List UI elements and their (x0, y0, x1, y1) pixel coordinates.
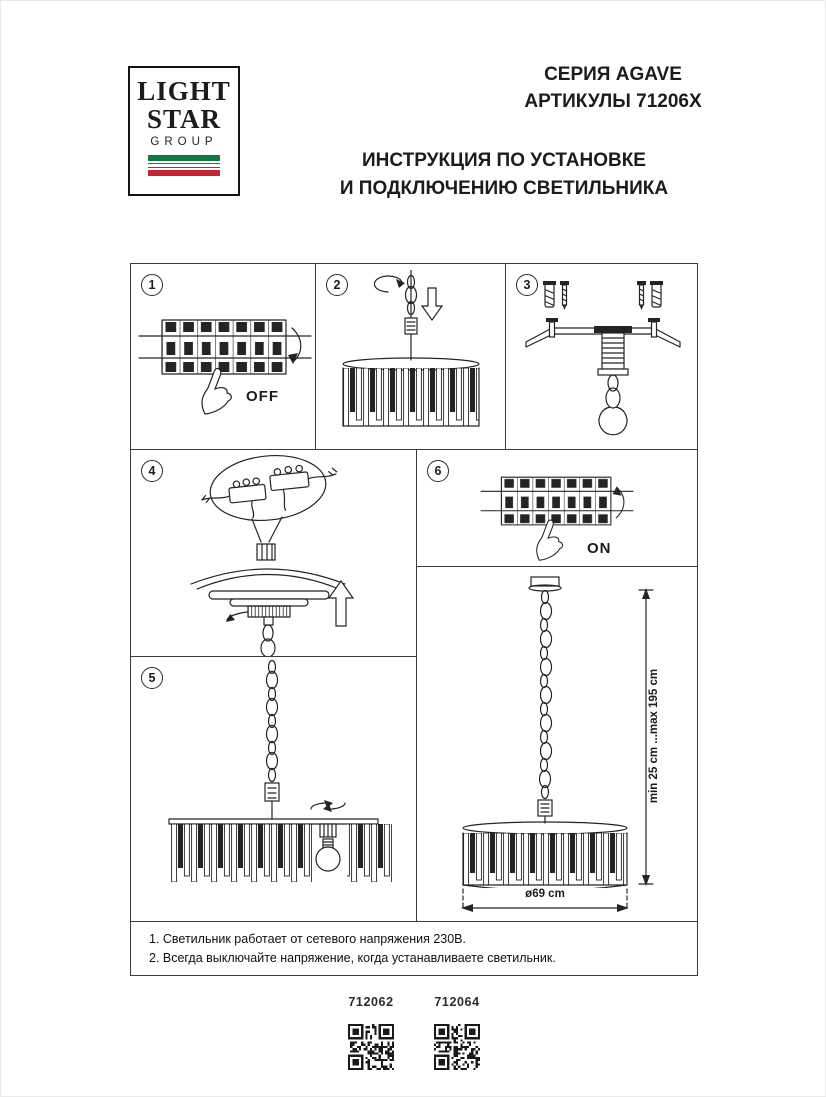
circuit-breaker-off-diagram (138, 319, 312, 415)
circuit-breaker-on-diagram (480, 476, 634, 561)
step-6-number: 6 (427, 460, 449, 482)
dimensions-panel: min 25 cm ...max 195 cm ø69 cm (417, 567, 697, 922)
off-label: OFF (246, 388, 279, 405)
title-line-1: ИНСТРУКЦИЯ ПО УСТАНОВКЕ (362, 150, 646, 171)
article-number-1: 712062 (348, 995, 394, 1009)
note-line-2: 2. Всегда выключайте напряжение, когда у… (149, 951, 556, 965)
step-3-panel: 3 (506, 264, 697, 450)
flag-white-stripe (148, 163, 220, 168)
title-line-2: И ПОДКЛЮЧЕНИЮ СВЕТИЛЬНИКА (339, 178, 669, 199)
bulb-installation-diagram (168, 659, 392, 882)
series-title: СЕРИЯ AGAVE (544, 64, 682, 85)
step-2-number: 2 (326, 274, 348, 296)
step-1-panel: 1 OFF (131, 264, 316, 450)
logo-text-light: LIGHT (137, 76, 231, 106)
step-5-number: 5 (141, 667, 163, 689)
qr-code (348, 1024, 394, 1070)
series-block: СЕРИЯ AGAVE АРТИКУЛЫ 71206X (463, 61, 763, 115)
terminal-block (201, 464, 338, 519)
page-title: ИНСТРУКЦИЯ ПО УСТАНОВКЕ И ПОДКЛЮЧЕНИЮ СВ… (304, 147, 704, 203)
step-1-number: 1 (141, 274, 163, 296)
notes-panel: 1. Светильник работает от сетевого напря… (131, 922, 697, 975)
article-code-column-2: 712064 (434, 995, 480, 1070)
step-4-number: 4 (141, 460, 163, 482)
step-6-panel: 6 ON (417, 450, 697, 567)
chandelier-hanging-diagram (342, 270, 480, 427)
instruction-grid: 1 OFF 2 (130, 263, 698, 976)
articles-title: АРТИКУЛЫ 71206X (524, 91, 702, 112)
logo-text-group: GROUP (150, 136, 218, 148)
chandelier-dimensions-diagram (461, 576, 654, 912)
step-4-panel: 4 (131, 450, 417, 657)
flag-red-stripe (148, 170, 220, 176)
step-5-panel: 5 (131, 657, 417, 922)
qr-code (434, 1024, 480, 1070)
wiring-canopy-diagram (190, 455, 355, 656)
article-number-2: 712064 (434, 995, 480, 1009)
ceiling-bracket-diagram (525, 281, 681, 436)
lightstar-logo: LIGHT STAR GROUP (128, 66, 240, 196)
height-dimension-label: min 25 cm ...max 195 cm (648, 668, 660, 804)
step-2-panel: 2 (316, 264, 506, 450)
italian-flag (148, 155, 220, 176)
step-3-number: 3 (516, 274, 538, 296)
logo-text-star: STAR (146, 104, 222, 134)
flag-green-stripe (148, 155, 220, 161)
diameter-dimension-label: ø69 cm (485, 888, 605, 900)
on-label: ON (587, 540, 612, 557)
article-code-column-1: 712062 (348, 995, 394, 1070)
note-line-1: 1. Светильник работает от сетевого напря… (149, 932, 466, 946)
article-codes: 712062 712064 (1, 995, 825, 1070)
